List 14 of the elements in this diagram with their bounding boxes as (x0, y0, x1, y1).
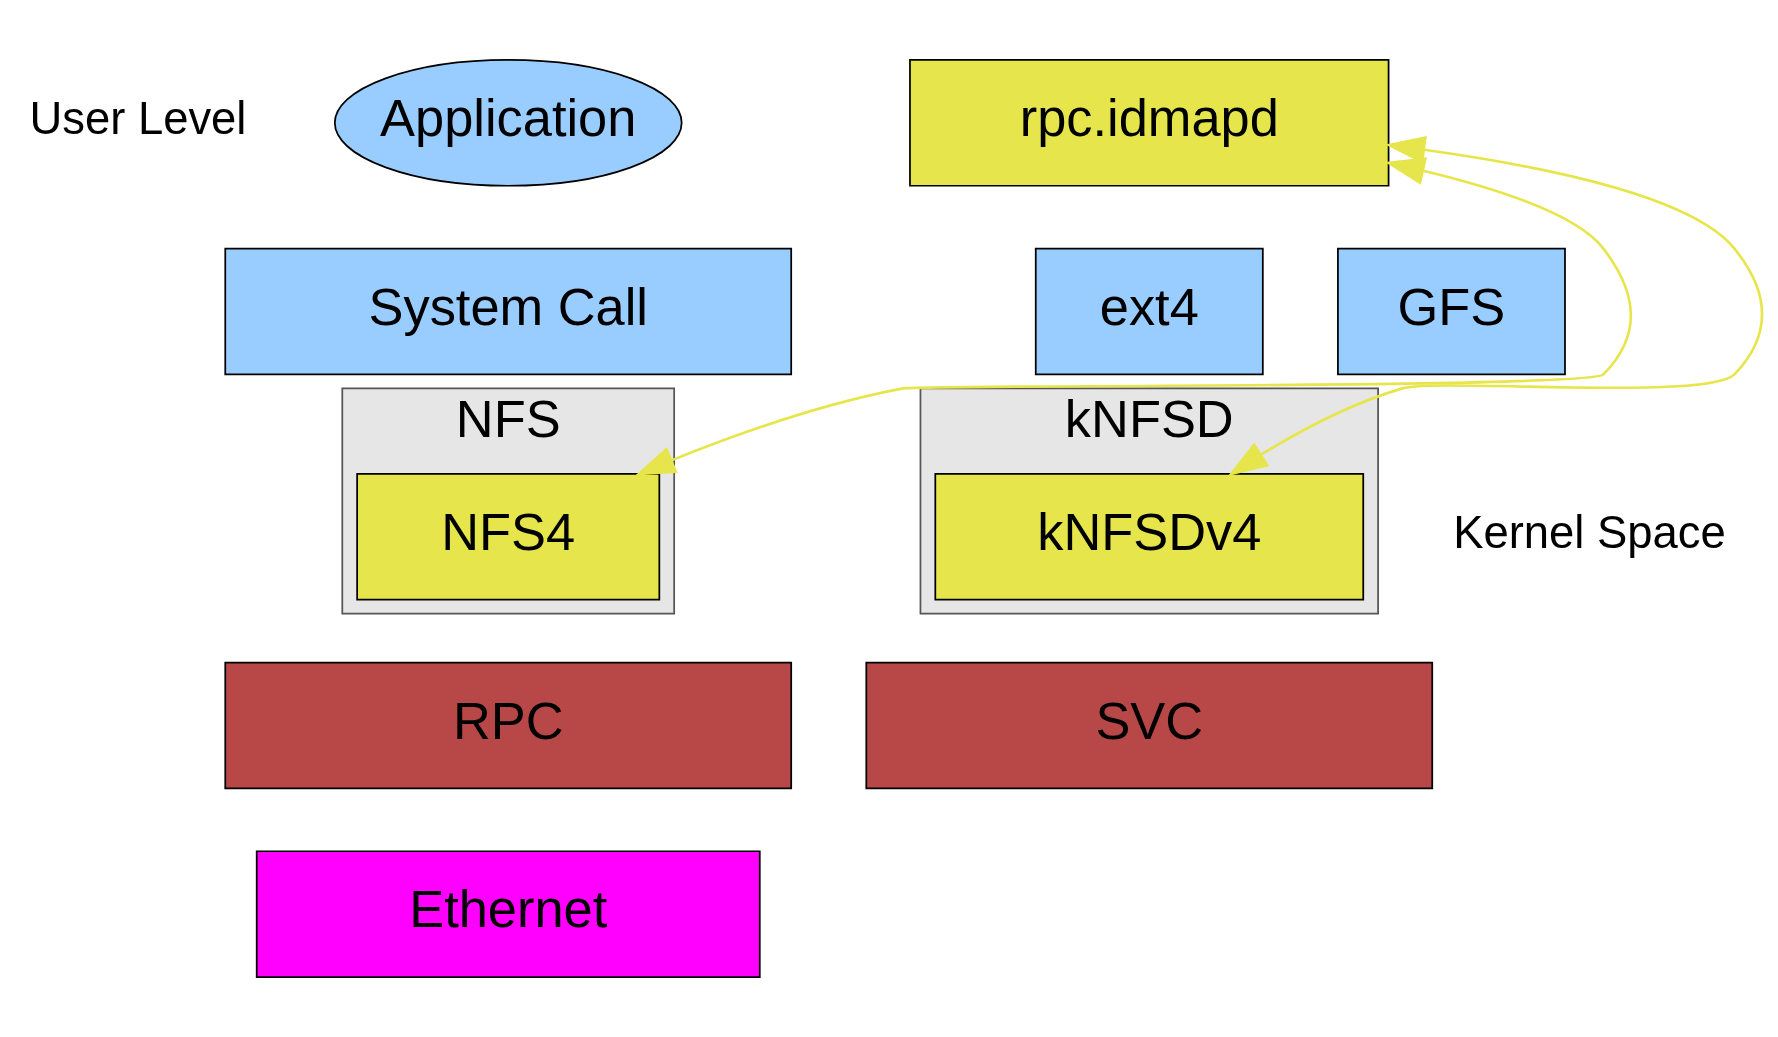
node-box: System Call (224, 247, 793, 376)
node-box: kNFSDv4 (934, 473, 1365, 601)
node-box: Ethernet (255, 850, 761, 978)
label: Kernel Space (1453, 506, 1726, 558)
node-box: NFS4 (356, 473, 661, 601)
node-box: GFS (1337, 247, 1566, 376)
node-box: SVC (865, 661, 1434, 790)
label: User Level (29, 92, 247, 144)
arrow (635, 157, 1633, 476)
node-box: RPC (224, 661, 793, 790)
node-box: rpc.idmapd (909, 59, 1390, 187)
node-box: ext4 (1034, 247, 1264, 376)
node-ellipse: Application (333, 59, 683, 187)
arrow (1228, 135, 1764, 476)
